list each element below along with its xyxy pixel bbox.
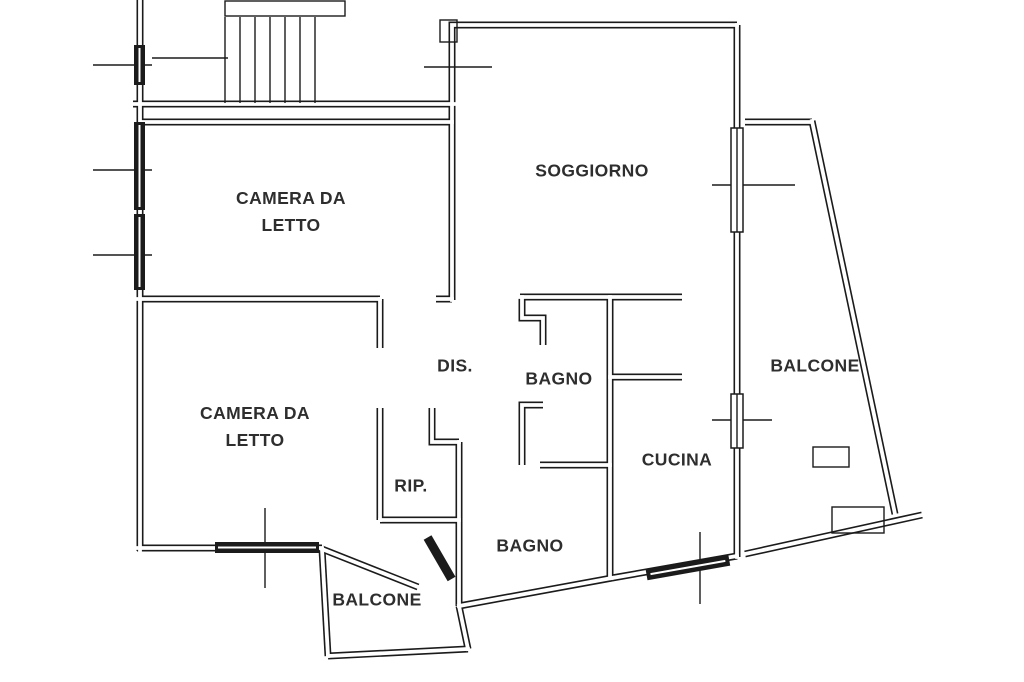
room-label-living-room: SOGGIORNO — [535, 160, 649, 181]
room-label-storage: RIP. — [394, 475, 428, 496]
door-leaf — [423, 535, 456, 582]
wall-notch — [439, 19, 458, 43]
room-label-line: CAMERA DA — [200, 403, 310, 423]
window-bar — [645, 554, 731, 581]
room-label-bedroom-left: CAMERA DA LETTO — [200, 400, 310, 454]
room-label-hallway: DIS. — [437, 355, 473, 376]
room-label-bedroom-top: CAMERA DA LETTO — [236, 185, 346, 239]
room-label-balcony-bottom: BALCONE — [332, 589, 422, 610]
staircase — [152, 0, 346, 103]
balcony-fixture — [812, 446, 850, 468]
room-label-line: LETTO — [225, 430, 285, 450]
room-label-line: LETTO — [261, 215, 321, 235]
room-label-line: CAMERA DA — [236, 188, 346, 208]
stair-treads — [152, 17, 316, 103]
room-label-bathroom-bottom: BAGNO — [496, 535, 564, 556]
room-label-bathroom-center: BAGNO — [525, 368, 593, 389]
room-label-kitchen: CUCINA — [641, 449, 713, 470]
balcony-step — [831, 506, 885, 534]
stair-landing — [224, 0, 346, 17]
room-label-balcony-right: BALCONE — [770, 355, 860, 376]
balcony-details — [812, 446, 885, 534]
window-markers — [134, 45, 744, 582]
